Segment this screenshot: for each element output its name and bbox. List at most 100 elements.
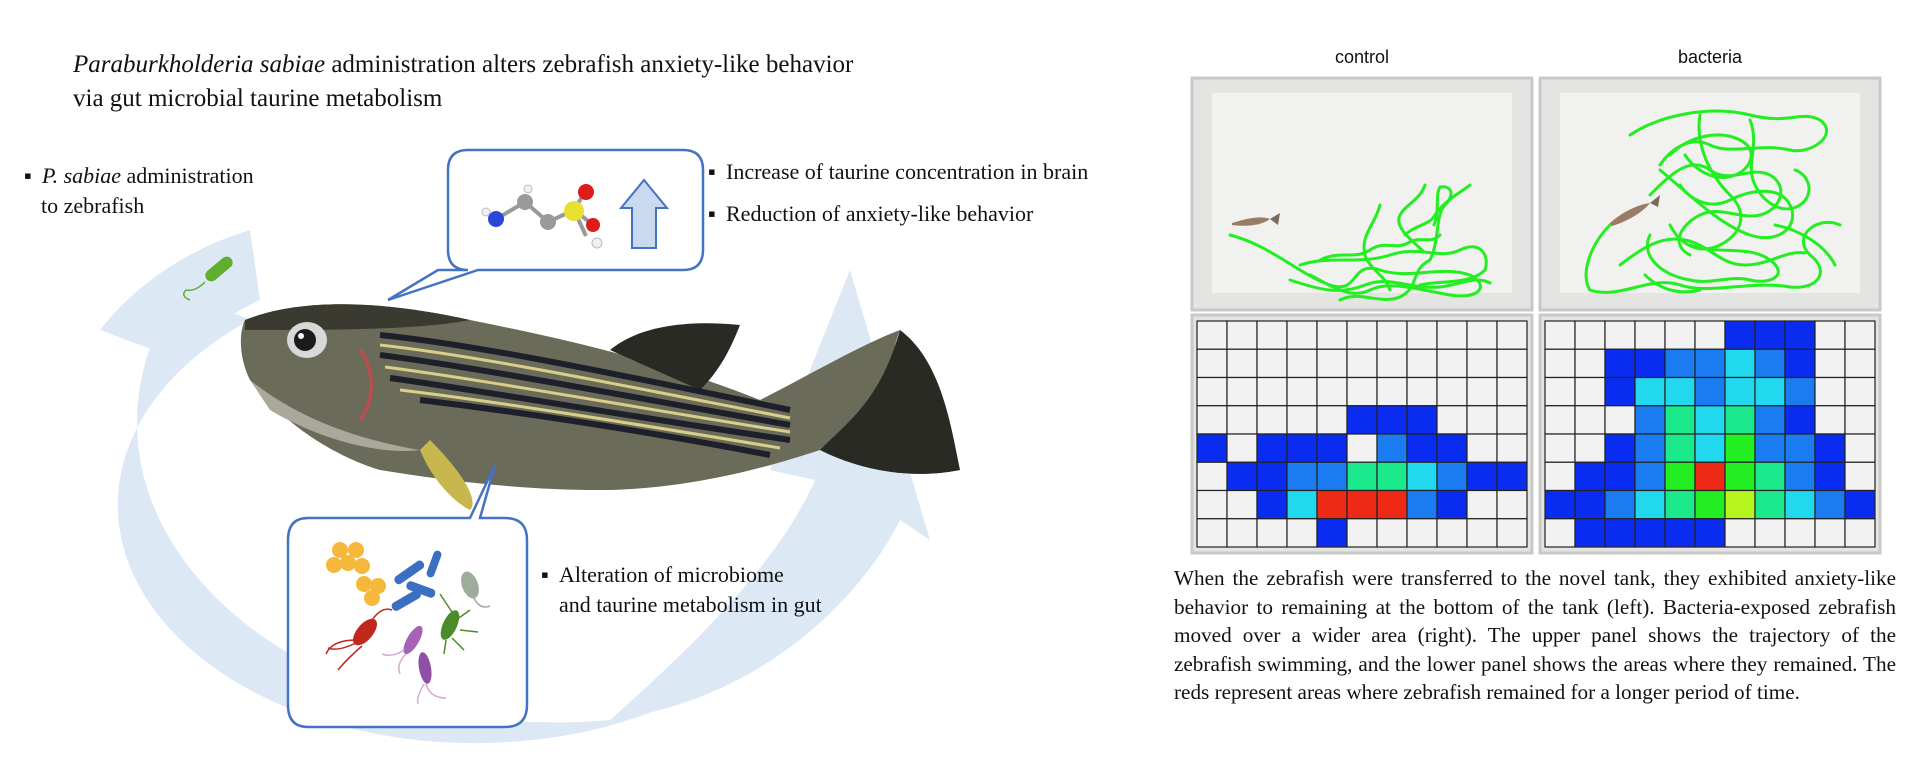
control-heatmap-cell xyxy=(1256,320,1288,350)
control-heatmap-cell xyxy=(1406,376,1438,407)
bacteria-heatmap-cell xyxy=(1724,320,1756,350)
bacteria-heatmap-cell xyxy=(1814,320,1846,350)
bacteria-heatmap-cell xyxy=(1664,489,1696,520)
bullet-microbiome: ▪ Alteration of microbiome and taurine me… xyxy=(541,560,822,620)
bacteria-heatmap-cell xyxy=(1724,461,1756,492)
control-heatmap-cell xyxy=(1196,461,1228,492)
diagram-graphics xyxy=(100,148,961,744)
control-heatmap-cell xyxy=(1466,376,1498,407)
control-heatmap-cell xyxy=(1436,518,1468,548)
control-heatmap-cell xyxy=(1406,461,1438,492)
control-heatmap-cell xyxy=(1226,320,1258,350)
control-heatmap-cell xyxy=(1256,489,1288,520)
bacteria-heatmap-cell xyxy=(1574,320,1606,350)
molecule-bubble xyxy=(387,148,705,302)
control-heatmap-cell xyxy=(1286,320,1318,350)
control-heatmap-cell xyxy=(1256,348,1288,379)
bacteria-heatmap-cell xyxy=(1544,320,1576,350)
bacteria-heatmap-cell xyxy=(1574,518,1606,548)
control-heatmap-cell xyxy=(1316,518,1348,548)
bacteria-heatmap-cell xyxy=(1754,518,1786,548)
control-heatmap-cell xyxy=(1436,433,1468,463)
bacteria-heatmap-cell xyxy=(1544,489,1576,520)
control-heatmap-cell xyxy=(1226,461,1258,492)
control-heatmap-cell xyxy=(1406,518,1438,548)
bacteria-heatmap-cell xyxy=(1574,489,1606,520)
title-line1: administration alters zebrafish anxiety-… xyxy=(325,51,854,78)
bacteria-heatmap-cell xyxy=(1844,320,1876,350)
control-heatmap-cell xyxy=(1286,518,1318,548)
bacteria-heatmap-cell xyxy=(1664,461,1696,492)
bullet-taurine-brain: ▪ Increase of taurine concentration in br… xyxy=(708,157,1088,187)
control-heatmap-cell xyxy=(1196,320,1228,350)
bacteria-heatmap-cell xyxy=(1604,320,1636,350)
bacteria-heatmap-cell xyxy=(1694,461,1726,492)
bacteria-heatmap-cell xyxy=(1814,376,1846,407)
bacteria-heatmap-cell xyxy=(1844,433,1876,463)
control-heatmap-cell xyxy=(1286,376,1318,407)
control-heatmap-cell xyxy=(1346,518,1378,548)
control-heatmap-cell xyxy=(1466,320,1498,350)
bacteria-heatmap-cell xyxy=(1754,348,1786,379)
control-heatmap-cell xyxy=(1496,320,1528,350)
bullet-microbiome-line1: Alteration of microbiome xyxy=(559,562,784,587)
bacteria-heatmap-cell xyxy=(1604,461,1636,492)
bullet-anxiety: ▪Reduction of anxiety-like behavior xyxy=(708,199,1033,229)
bacteria-heatmap-cell xyxy=(1754,376,1786,407)
bacteria-heatmap-cell xyxy=(1724,518,1756,548)
control-heatmap-cell xyxy=(1286,348,1318,379)
bacteria-heatmap-cell xyxy=(1754,405,1786,435)
control-heatmap-cell xyxy=(1376,461,1408,492)
bacteria-heatmap-cell xyxy=(1844,376,1876,407)
bacteria-heatmap-cell xyxy=(1754,489,1786,520)
control-heatmap-cell xyxy=(1256,461,1288,492)
bacteria-heatmap-cell xyxy=(1844,461,1876,492)
bullet-admin-line2: to zebrafish xyxy=(41,193,145,218)
control-heatmap-cell xyxy=(1226,489,1258,520)
bacteria-heatmap-cell xyxy=(1694,433,1726,463)
control-heatmap-cell xyxy=(1496,518,1528,548)
bullet-taurine-text: Increase of taurine concentration in bra… xyxy=(726,159,1089,184)
control-heatmap-cell xyxy=(1346,489,1378,520)
bacteria-heatmap-cell xyxy=(1574,348,1606,379)
bacteria-heatmap-cell xyxy=(1784,405,1816,435)
bullet-marker: ▪ xyxy=(541,562,549,587)
bacteria-heatmap-cell xyxy=(1724,405,1756,435)
control-heatmap-cell xyxy=(1346,405,1378,435)
control-label: control xyxy=(1334,47,1390,67)
bacteria-heatmap-cell xyxy=(1844,348,1876,379)
bacteria-heatmap-cell xyxy=(1784,518,1816,548)
control-heatmap-cell xyxy=(1286,433,1318,463)
bacteria-heatmap-cell xyxy=(1544,405,1576,435)
control-heatmap-cell xyxy=(1436,376,1468,407)
control-heatmap-cell xyxy=(1226,433,1258,463)
bacteria-heatmap-cell xyxy=(1784,461,1816,492)
control-heatmap-cell xyxy=(1196,433,1228,463)
control-heatmap-cell xyxy=(1316,405,1348,435)
control-heatmap-cell xyxy=(1256,518,1288,548)
bacteria-heatmap-cell xyxy=(1634,376,1666,407)
bullet-microbiome-line2: and taurine metabolism in gut xyxy=(559,592,822,617)
control-heatmap-cell xyxy=(1406,405,1438,435)
bacteria-heatmap-cell xyxy=(1634,489,1666,520)
control-heatmap-cell xyxy=(1406,433,1438,463)
bullet-marker: ▪ xyxy=(708,159,716,184)
control-heatmap-cell xyxy=(1316,461,1348,492)
control-heatmap-cell xyxy=(1496,348,1528,379)
bacteria-heatmap-cell xyxy=(1694,376,1726,407)
control-heatmap-cell xyxy=(1496,433,1528,463)
bacteria-heatmap-cell xyxy=(1574,433,1606,463)
bacteria-heatmap-cell xyxy=(1544,348,1576,379)
control-heatmap-cell xyxy=(1466,461,1498,492)
behavior-panels xyxy=(1190,76,1882,555)
taurine-molecule-icon xyxy=(481,184,603,249)
bacteria-heatmap-cell xyxy=(1784,433,1816,463)
figure-title: Paraburkholderia sabiae administration a… xyxy=(73,48,1033,116)
increase-arrow-icon xyxy=(618,178,670,249)
control-heatmap-cell xyxy=(1376,433,1408,463)
control-heatmap-cell xyxy=(1346,348,1378,379)
control-heatmap-cell xyxy=(1376,489,1408,520)
bacteria-heatmap-cell xyxy=(1604,376,1636,407)
bullet-admin-species: P. sabiae xyxy=(42,163,122,188)
control-heatmap-cell xyxy=(1316,320,1348,350)
